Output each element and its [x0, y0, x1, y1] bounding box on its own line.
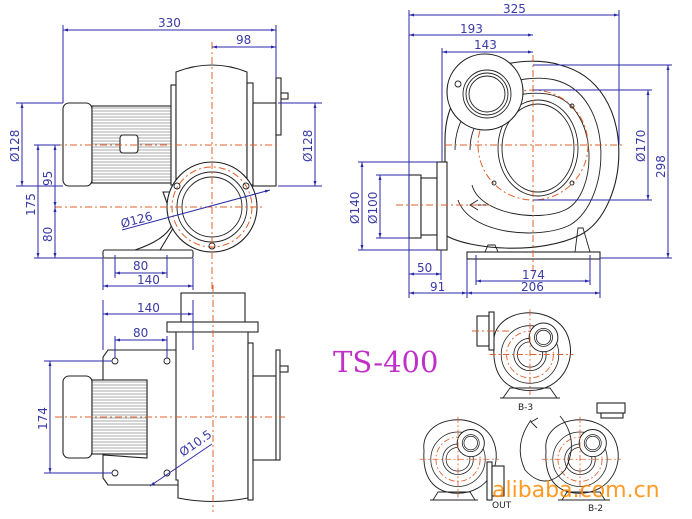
dim-motor-dia-right: Ø128	[301, 130, 315, 162]
dim-50: 50	[417, 261, 432, 275]
dim-base-holes: 80	[133, 259, 148, 273]
dim-100-dia: Ø100	[366, 192, 380, 224]
rotation-arrow-icon	[519, 415, 572, 482]
dim-143: 143	[474, 38, 497, 52]
label-out: OUT	[492, 501, 512, 511]
dim-91: 91	[430, 280, 445, 294]
fan-housing	[175, 64, 248, 186]
rear-flange	[275, 77, 282, 136]
dim-95: 95	[41, 171, 55, 186]
orientation-out: OUT	[419, 416, 512, 511]
dim-298: 298	[654, 155, 668, 178]
top-view: 140 80 174 Ø10.5	[36, 285, 289, 512]
front-dimensions: 330 98 Ø128 Ø128 175 95 80 Ø126 80 140	[8, 16, 322, 290]
dim-174-side: 174	[522, 268, 545, 282]
dim-174-top: 174	[36, 407, 50, 430]
orientation-b2: B-2	[541, 402, 626, 514]
label-b3: B-3	[518, 403, 533, 413]
dim-outlet-dia: Ø126	[119, 209, 154, 231]
inlet-flange	[446, 53, 524, 131]
dim-98: 98	[236, 33, 251, 47]
dim-base-width: 140	[137, 273, 160, 287]
terminal-box	[119, 134, 139, 154]
dim-330: 330	[158, 16, 181, 30]
dim-170: Ø170	[634, 130, 648, 162]
side-view: 325 193 143 Ø170 298 Ø140 Ø100 50 91	[348, 2, 672, 298]
dim-140-top: 140	[137, 301, 160, 315]
dim-80: 80	[41, 227, 55, 242]
dim-193: 193	[460, 22, 483, 36]
orientation-views: B-3 OUT B-2	[419, 309, 626, 514]
base-plate	[102, 249, 194, 259]
dim-motor-dia-left: Ø128	[8, 130, 22, 162]
dim-175: 175	[24, 193, 38, 216]
dim-140-dia: Ø140	[348, 192, 362, 224]
watermark: alibaba.com.cn	[492, 478, 660, 503]
label-b2: B-2	[588, 504, 603, 514]
side-dimensions: 325 193 143 Ø170 298 Ø140 Ø100 50 91	[348, 2, 672, 298]
dim-206: 206	[521, 280, 544, 294]
outlet-flange-side	[436, 161, 448, 251]
model-title: TS-400	[333, 345, 438, 379]
front-view: 330 98 Ø128 Ø128 175 95 80 Ø126 80 140	[8, 16, 322, 292]
dim-80-top: 80	[133, 326, 148, 340]
outlet-pipe	[408, 174, 422, 239]
dim-325: 325	[503, 2, 526, 16]
orientation-b3: B-3	[472, 309, 574, 413]
